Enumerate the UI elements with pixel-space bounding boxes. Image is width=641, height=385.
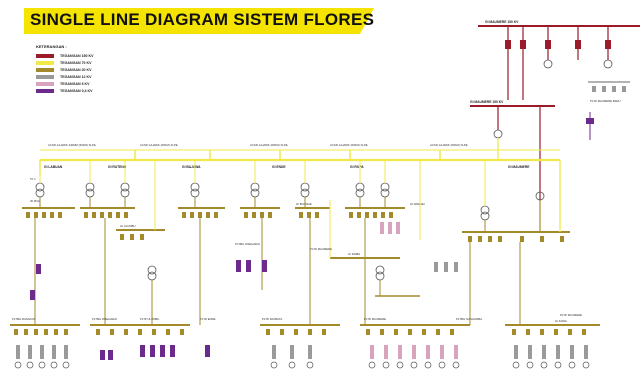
bus-label: GI ROPA [350,165,364,169]
bus-label: GI MAUMERE 150 KV [485,20,519,24]
line-label: ACSR 1xHAWK 240MM (60KM) XLPE [48,143,96,147]
line-label: ACSR 1xHAWK (60KM) XLPE [140,143,178,147]
bus-label: GI DAIBA [348,252,360,256]
page-title: SINGLE LINE DIAGRAM SISTEM FLORES [30,10,375,29]
plant-label: PLTP ULUMBU [140,317,159,321]
bus-label: GI MAUMERE [508,165,530,169]
legend: KETERANGAN : TEGANGAN 150 KV TEGANGAN 70… [36,44,146,94]
legend-swatch [36,53,54,58]
legend-swatch [36,81,54,86]
line-label: ACSR 1xHAWK (60KM) XLPE [250,143,288,147]
legend-item-6kv: TEGANGAN 6 KV [36,80,146,87]
bus-70kv-main: ACSR 1xHAWK 240MM (60KM) XLPE ACSR 1xHAW… [39,143,560,175]
plant-label: PLTD ENDE [200,317,216,321]
legend-label: TEGANGAN 12 KV [60,74,92,79]
bus-label: GI LABUAN [44,165,63,169]
bus-label: GI WAENEI [410,202,425,206]
legend-item-70kv: TEGANGAN 70 KV [36,59,146,66]
units-12kv [16,262,588,359]
legend-item-04kv: TEGANGAN 0,4 KV [36,87,146,94]
legend-swatch [36,67,54,72]
plant-label: PLTD MAUMERE [364,317,386,321]
risers-20kv [34,218,521,325]
legend-label: TEGANGAN 20 KV [60,67,92,72]
legend-swatch [36,88,54,93]
drops [39,160,486,258]
plant-label: PLTD MAUMERE BARU [590,99,621,103]
legend-swatch [36,60,54,65]
bus-label: GI RUTENG [108,165,127,169]
legend-label: TEGANGAN 70 KV [60,60,92,65]
legend-item-20kv: TEGANGAN 20 KV [36,66,146,73]
units-04kv [30,260,267,360]
legend-label: TEGANGAN 150 KV [60,53,94,58]
feeder-breakers [14,212,586,335]
plant-label: PLTD MAUMERE [560,313,582,317]
units-6kv [370,222,458,359]
feeders-150kv: PLTD MAUMERE BARU [505,26,630,103]
bus-label: GI BAJAWA [182,165,201,169]
buses-20kv: GI ULUMBU GI BOAWAE GI WAENEI GI DAIBA G… [10,202,600,326]
plant-label: PLTMH WAEGARAI [235,242,260,246]
legend-label: TEGANGAN 6 KV [60,81,90,86]
plant-label: PLTD MAUMERE [310,247,332,251]
trafo-rating: 30 MVA [30,199,40,203]
title-banner [24,8,374,34]
legend-label: TEGANGAN 0,4 KV [60,88,93,93]
substation-labels: GI LABUAN GI RUTENG GI BAJAWA GI ENDE GI… [44,165,530,169]
bus-label: GI ENDE [272,165,286,169]
legend-item-150kv: TEGANGAN 150 KV [36,52,146,59]
legend-item-12kv: TEGANGAN 12 KV [36,73,146,80]
line-label: ACSR 1xHAWK (60KM) XLPE [330,143,368,147]
plant-label: PLTMH NANGAMBA [456,317,482,321]
trafo-label: Trf 1 [30,177,36,181]
bus-label: GI BOAWAE [296,202,312,206]
plant-label: PLTMH RANGKAT [12,317,36,321]
legend-title: KETERANGAN : [36,44,67,49]
legend-swatch [36,74,54,79]
plant-label: PLTD FAOBATA [262,317,282,321]
bus-label: GI MAUMERE 150 KV [470,100,504,104]
bus-label: GI ULUMBU [120,224,136,228]
tie-links [151,138,561,325]
bus-150kv-top: GI MAUMERE 150 KV [478,20,640,27]
line-label: ACSR 1xHAWK (60KM) XLPE [430,143,468,147]
generators [14,361,590,369]
plant-label: PLTMH WAEGARAI [92,317,117,321]
bus-label: GI KAWA [555,319,567,323]
plant-labels: PLTMH RANGKAT PLTMH WAEGARAI PLTP ULUMBU… [12,242,582,321]
